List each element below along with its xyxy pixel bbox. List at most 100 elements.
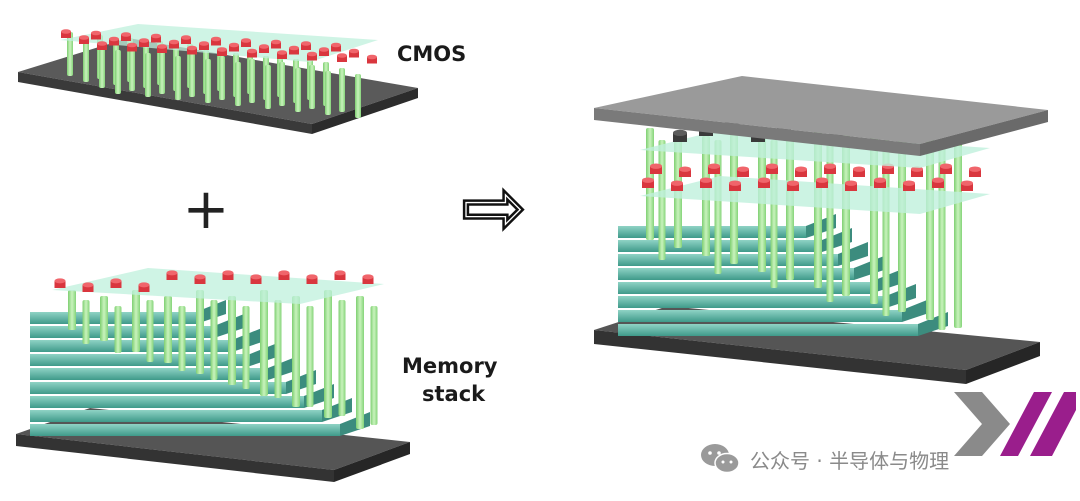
contact-body bbox=[97, 43, 107, 50]
pillar bbox=[324, 290, 332, 418]
memory-layer bbox=[618, 268, 854, 280]
cmos-cap-plate-side bbox=[920, 110, 1048, 156]
contact-body bbox=[673, 132, 687, 142]
pillar bbox=[100, 296, 108, 341]
pillar bbox=[265, 65, 271, 109]
contact-top bbox=[259, 44, 269, 49]
contact-body bbox=[127, 45, 137, 52]
logo-purple-stripe-1 bbox=[1000, 392, 1052, 456]
memory-interconnect-pillars bbox=[68, 290, 378, 429]
contact-top bbox=[247, 48, 257, 54]
bonded-structure bbox=[594, 76, 1048, 384]
memory-substrate-front bbox=[16, 434, 334, 482]
contact-top bbox=[349, 48, 359, 54]
contact-body bbox=[169, 42, 179, 49]
contact-top bbox=[816, 177, 828, 183]
contact-top bbox=[307, 51, 317, 57]
contact-top bbox=[222, 270, 234, 276]
contact-top bbox=[138, 282, 150, 288]
pillar bbox=[132, 290, 140, 352]
contact-body bbox=[217, 49, 227, 56]
contact-body bbox=[787, 183, 799, 191]
bonded-substrate-side bbox=[966, 342, 1040, 384]
contact-body bbox=[157, 46, 167, 53]
contact-top bbox=[319, 47, 329, 52]
bonded-bar-lower bbox=[640, 176, 990, 214]
contact-top bbox=[679, 166, 691, 172]
contact-body bbox=[82, 284, 94, 292]
contact-top bbox=[97, 41, 107, 46]
contact-top bbox=[241, 38, 251, 43]
contact-body bbox=[882, 166, 894, 174]
contact-top bbox=[903, 180, 915, 186]
pillar bbox=[306, 306, 314, 407]
pillar bbox=[178, 306, 186, 371]
contact-body bbox=[250, 276, 262, 284]
contact-top bbox=[940, 163, 952, 169]
contact-top bbox=[121, 32, 131, 37]
pillar bbox=[146, 300, 154, 362]
contact-body bbox=[349, 51, 359, 58]
cmos-label: CMOS bbox=[397, 42, 467, 66]
pillar bbox=[242, 306, 250, 389]
contact-top bbox=[301, 41, 311, 46]
contact-body bbox=[700, 180, 712, 188]
contact-top bbox=[758, 177, 770, 183]
contact-body bbox=[853, 169, 865, 177]
contact-top bbox=[932, 177, 944, 183]
memory-layer bbox=[30, 382, 286, 394]
contact-top bbox=[157, 44, 167, 49]
memory-layer bbox=[30, 396, 304, 408]
contact-body bbox=[241, 40, 251, 47]
pillar bbox=[292, 296, 300, 407]
memory-layer bbox=[618, 310, 902, 322]
memory-stack-label: Memory stack bbox=[402, 352, 498, 408]
cmos-substrate-front bbox=[18, 72, 312, 134]
pillar bbox=[114, 306, 122, 353]
contact-body bbox=[679, 169, 691, 177]
contact-top bbox=[362, 274, 374, 280]
contact-body bbox=[289, 48, 299, 55]
contact-top bbox=[151, 33, 161, 39]
memory-layer bbox=[618, 254, 838, 266]
pillar bbox=[309, 65, 315, 109]
memory-layer-side bbox=[854, 256, 884, 280]
contact-body bbox=[229, 45, 239, 52]
bonded-bar-upper bbox=[640, 130, 990, 168]
pillar bbox=[339, 68, 345, 112]
contact-top bbox=[194, 274, 206, 280]
contact-body bbox=[650, 166, 662, 174]
contact-top bbox=[650, 163, 662, 169]
memory-layer bbox=[30, 354, 250, 366]
contact-top bbox=[91, 30, 101, 36]
contact-body bbox=[121, 34, 131, 41]
cmos-contacts bbox=[61, 29, 377, 64]
contact-top bbox=[277, 50, 287, 55]
pillar bbox=[129, 47, 135, 91]
contact-top bbox=[169, 39, 179, 45]
memory-layer bbox=[618, 296, 886, 308]
watermark-text: 公众号 · 半导体与物理 bbox=[750, 448, 950, 473]
pillar bbox=[196, 290, 204, 374]
contact-top bbox=[969, 166, 981, 172]
pillar bbox=[814, 128, 822, 288]
contact-top bbox=[289, 45, 299, 51]
contact-top bbox=[737, 166, 749, 172]
memory-contacts bbox=[54, 270, 374, 292]
cmos-substrate-side bbox=[312, 88, 418, 134]
contact-top bbox=[853, 166, 865, 172]
contact-body bbox=[307, 54, 317, 61]
pillar bbox=[356, 296, 364, 429]
pillar bbox=[842, 132, 850, 296]
pillar bbox=[826, 140, 834, 302]
wechat-icon bbox=[701, 444, 740, 474]
contact-top bbox=[845, 180, 857, 186]
contact-top bbox=[127, 42, 137, 48]
contact-top bbox=[337, 53, 347, 58]
contact-body bbox=[816, 180, 828, 188]
pillar bbox=[870, 136, 878, 304]
pillar bbox=[235, 62, 241, 106]
contact-body bbox=[331, 45, 341, 52]
contact-body bbox=[91, 33, 101, 40]
